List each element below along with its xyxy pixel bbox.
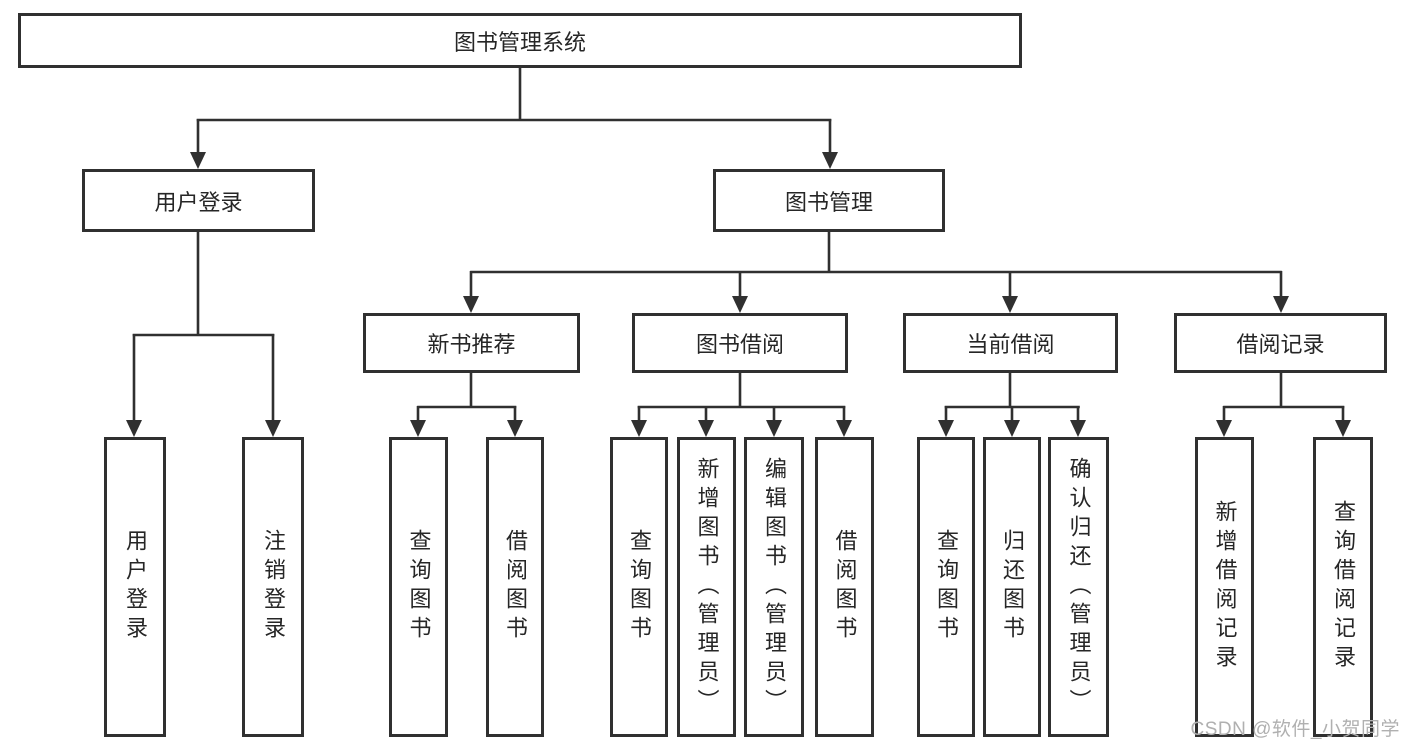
connector-current-borrow-to-leaves xyxy=(938,373,1086,437)
leaf-query-borrow-record: 查询借阅记录 xyxy=(1313,437,1373,737)
leaf-add-borrow-record: 新增借阅记录 xyxy=(1195,437,1254,737)
leaf-user-login: 用户登录 xyxy=(104,437,166,737)
connector-user-login-to-leaves xyxy=(126,232,281,437)
connector-borrow-records-to-leaves xyxy=(1216,373,1351,437)
connector-new-book-to-leaves xyxy=(410,373,523,437)
leaf-edit-books-admin: 编辑图书（管理员） xyxy=(744,437,804,737)
connector-book-borrow-to-leaves xyxy=(631,373,852,437)
node-borrow-records: 借阅记录 xyxy=(1174,313,1387,373)
leaf-query-books-borrow: 查询图书 xyxy=(610,437,668,737)
leaf-logout: 注销登录 xyxy=(242,437,304,737)
leaf-query-books-recommend: 查询图书 xyxy=(389,437,448,737)
leaf-query-books-current: 查询图书 xyxy=(917,437,975,737)
connector-root-to-level2 xyxy=(190,68,838,169)
leaf-add-books-admin: 新增图书（管理员） xyxy=(677,437,736,737)
leaf-confirm-return-admin: 确认归还（管理员） xyxy=(1048,437,1109,737)
connector-book-management-to-level3 xyxy=(463,232,1289,313)
node-current-borrow: 当前借阅 xyxy=(903,313,1118,373)
node-book-management: 图书管理 xyxy=(713,169,945,232)
node-user-login: 用户登录 xyxy=(82,169,315,232)
node-new-book-recommend: 新书推荐 xyxy=(363,313,580,373)
leaf-borrow-books-recommend: 借阅图书 xyxy=(486,437,544,737)
leaf-return-books: 归还图书 xyxy=(983,437,1041,737)
node-book-borrow: 图书借阅 xyxy=(632,313,848,373)
node-root-library-system: 图书管理系统 xyxy=(18,13,1022,68)
leaf-borrow-books: 借阅图书 xyxy=(815,437,874,737)
